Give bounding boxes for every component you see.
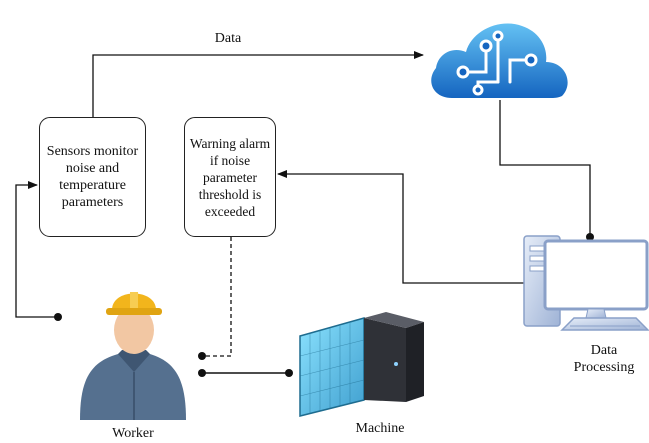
desktop-computer-icon [523, 235, 649, 331]
connector-dot [54, 313, 62, 321]
computer-to-warning-connector [277, 170, 545, 284]
industrial-machine-icon [299, 312, 424, 417]
cloud-to-computer-connector [499, 100, 591, 237]
connector-dot [198, 352, 206, 360]
data-flow-connector [92, 51, 424, 117]
worker-to-sensors-connector [15, 181, 58, 318]
data-flow-label: Data [214, 31, 242, 46]
connector-dot [285, 369, 293, 377]
machine-label: Machine [355, 421, 405, 436]
sensors-box: Sensors monitor noise and temperature pa… [39, 117, 146, 237]
warning-to-worker-dashed-connector [202, 237, 232, 357]
worker-hardhat-icon [80, 292, 186, 420]
warning-box: Warning alarm if noise parameter thresho… [184, 117, 276, 237]
connector-dot [586, 233, 594, 241]
connector-dot [198, 369, 206, 377]
worker-label: Worker [112, 426, 154, 441]
data-processing-label: Data Processing [573, 343, 635, 375]
cloud-circuit-icon [431, 23, 568, 98]
